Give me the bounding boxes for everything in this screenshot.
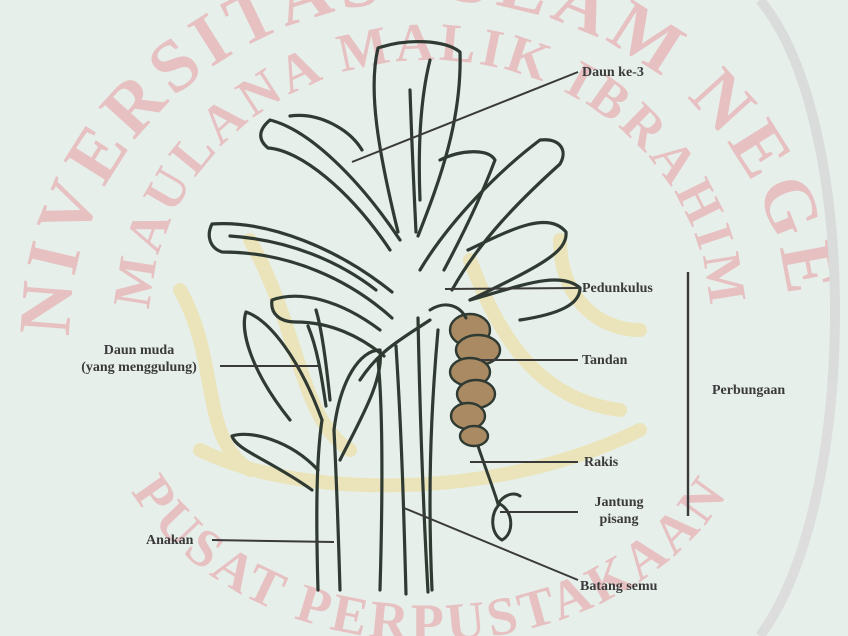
label-daun-muda-line1: Daun muda <box>64 342 214 359</box>
label-jantung-pisang: Jantung pisang <box>584 494 654 528</box>
banana-heart <box>493 504 511 540</box>
label-rakis: Rakis <box>584 454 618 471</box>
label-jantung-line2: pisang <box>584 511 654 528</box>
label-daun-ke3: Daun ke-3 <box>582 64 644 81</box>
label-perbungaan: Perbungaan <box>712 382 785 399</box>
watermark-calligraphy <box>180 240 640 485</box>
label-anakan: Anakan <box>146 532 193 549</box>
fruit-bunch <box>450 314 500 446</box>
label-daun-muda: Daun muda (yang menggulung) <box>64 342 214 376</box>
pointer-daun-ke3 <box>352 72 578 162</box>
label-daun-muda-line2: (yang menggulung) <box>64 359 214 376</box>
pointer-pedunkulus <box>445 288 578 289</box>
label-pedunkulus: Pedunkulus <box>582 280 653 297</box>
label-batang-semu: Batang semu <box>580 578 657 595</box>
label-tandan: Tandan <box>582 352 627 369</box>
label-jantung-line1: Jantung <box>584 494 654 511</box>
